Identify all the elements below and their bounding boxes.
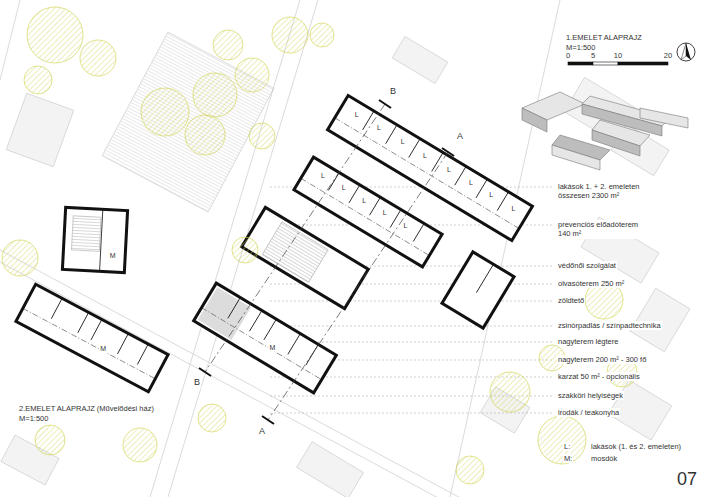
- neighbour-footprint: [392, 36, 448, 83]
- room-code: L: [361, 196, 367, 205]
- tree: [235, 58, 269, 92]
- section-mark: A: [258, 426, 266, 437]
- tree: [249, 123, 275, 149]
- section-tick: [379, 100, 391, 108]
- tree: [538, 416, 586, 464]
- axonometric-block: [522, 108, 547, 132]
- room-code: M: [109, 252, 117, 261]
- tree: [141, 88, 189, 136]
- sheet-title: 2.EMELET ALAPRAJZ (Művelődési ház): [18, 404, 155, 413]
- trees: [2, 7, 637, 484]
- section-line: [205, 104, 385, 372]
- room-code: L: [382, 209, 388, 218]
- leader-line: [270, 326, 554, 327]
- legend-key: L:: [563, 442, 571, 451]
- room-code: L: [422, 151, 428, 160]
- tree: [185, 115, 225, 155]
- tree: [27, 7, 83, 63]
- room-code: M: [99, 344, 107, 353]
- page-number: 07: [676, 470, 698, 488]
- tree: [310, 23, 334, 47]
- buildings: [16, 95, 533, 392]
- room-code: L: [468, 179, 474, 188]
- function-note: lakások 1. + 2. emeleten összesen 2300 m…: [557, 182, 651, 201]
- room-code: L: [446, 166, 452, 175]
- legend-text: lakások (1. és 2. emeleten): [590, 442, 682, 451]
- tree: [490, 372, 530, 412]
- tree: [2, 240, 38, 276]
- scale-segment: [618, 62, 668, 65]
- tree: [35, 425, 65, 455]
- tree: [193, 73, 237, 117]
- legend-key: M:: [563, 454, 573, 463]
- section-line: [268, 152, 448, 420]
- neighbour-buildings: [1, 36, 690, 497]
- function-note: nagyterem 200 m² - 300 fő: [557, 355, 647, 364]
- section-tick: [442, 148, 454, 156]
- room-code: L: [354, 110, 360, 119]
- sheet-title: 1.EMELET ALAPRAJZ: [565, 33, 643, 42]
- neighbour-footprint: [6, 93, 74, 166]
- legend-text: mosdók: [590, 454, 618, 463]
- room-code: L: [510, 204, 516, 213]
- existing-hall: [102, 32, 274, 212]
- function-note: irodák / teakonyha: [557, 408, 620, 417]
- leader-line: [270, 413, 554, 414]
- function-note: védőnői szolgálat: [557, 261, 617, 270]
- axonometric-block: [552, 145, 600, 170]
- tree: [272, 17, 308, 53]
- scale-bar: [568, 62, 668, 65]
- neighbour-footprint: [630, 288, 690, 351]
- building: [62, 207, 127, 272]
- scale-segment: [568, 62, 593, 65]
- road-edge: [450, 0, 560, 497]
- north-arrow: [677, 43, 695, 61]
- leader-line: [270, 301, 554, 302]
- function-note: karzat 50 m² - opcionális: [557, 372, 641, 381]
- road-edge: [0, 0, 20, 80]
- room-code: L: [402, 221, 408, 230]
- building: [194, 283, 337, 393]
- section-mark: B: [193, 377, 201, 388]
- building: [242, 207, 369, 308]
- room-code: L: [376, 124, 382, 133]
- tree: [24, 66, 52, 94]
- tree: [213, 30, 243, 60]
- scale-text: M=1:500: [18, 414, 49, 423]
- room-code: L: [320, 172, 326, 181]
- axonometric-view: [522, 92, 688, 170]
- room-code: L: [341, 184, 347, 193]
- section-mark: B: [389, 86, 397, 97]
- scale-number: 0: [565, 51, 571, 60]
- function-note: szakköri helyiségek: [557, 391, 624, 400]
- section-tick: [199, 368, 211, 376]
- scale-number: 10: [613, 51, 623, 60]
- neighbour-footprint: [297, 442, 364, 497]
- building: [442, 252, 514, 328]
- axonometric-block: [640, 108, 688, 128]
- tree: [80, 40, 116, 76]
- room-code: L: [488, 191, 494, 200]
- tree: [456, 456, 484, 484]
- function-note: zöldtető: [557, 296, 585, 305]
- scale-number: 20: [663, 51, 673, 60]
- room-code: M: [268, 343, 276, 352]
- section-lines: [199, 100, 454, 424]
- scale-segment: [593, 62, 618, 65]
- function-note: nagyterem légtere: [557, 337, 619, 346]
- function-note: prevenciós előadóterem 140 m²: [557, 220, 651, 239]
- scale-number: 5: [590, 51, 596, 60]
- function-note: zsinórpadlás / színpadtechnika: [557, 321, 662, 330]
- tree: [123, 428, 157, 462]
- building: [16, 284, 168, 392]
- function-note: olvasóterem 250 m²: [557, 279, 625, 288]
- tree: [198, 404, 226, 432]
- room-code: L: [400, 138, 406, 147]
- tree: [232, 237, 258, 263]
- section-mark: A: [456, 131, 464, 142]
- section-tick: [262, 416, 274, 424]
